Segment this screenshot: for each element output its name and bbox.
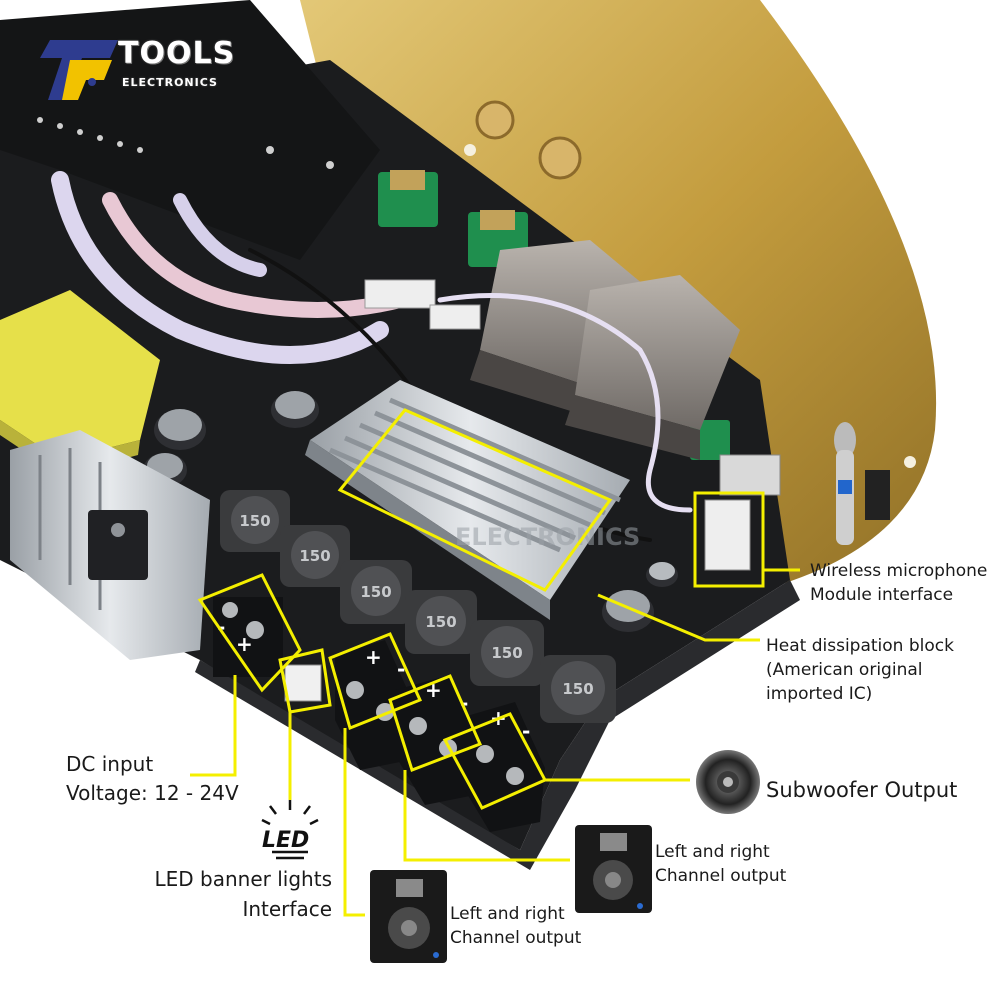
svg-text:-: -	[460, 691, 468, 715]
wireless-mic-label: Wireless microphone Module interface	[810, 561, 988, 605]
electrolytic-capacitors	[143, 391, 678, 632]
callout-dc	[197, 573, 302, 693]
terminal-minus: -	[217, 615, 225, 639]
leader-lines	[190, 568, 800, 917]
main-heatsink	[305, 380, 630, 620]
heat-dissipation-label: Heat dissipation block (American origina…	[766, 636, 954, 704]
terminal-plus: +	[236, 632, 253, 656]
power-heatsink	[10, 430, 210, 660]
dc-input-terminal: - +	[213, 597, 283, 677]
white-connector	[429, 304, 481, 330]
speaker-terminal-3: + -	[460, 702, 545, 832]
svg-text:-: -	[397, 657, 405, 681]
subwoofer-icon	[696, 750, 760, 814]
brand-name: TOOLS	[118, 36, 236, 71]
panel-screw-hole	[464, 144, 476, 156]
led-interface-label: LED banner lights Interface	[154, 867, 332, 921]
brand-subtitle: ELECTRONICS	[122, 76, 218, 89]
inductor-marking: 150	[491, 644, 522, 662]
callout-wireless	[693, 491, 765, 588]
watermark-text: ELECTRONICS	[455, 523, 640, 551]
relays	[470, 240, 740, 460]
brand-logo-mark	[40, 40, 118, 100]
led-connector	[284, 664, 322, 702]
panel-knob	[538, 136, 582, 180]
rear-jack	[719, 454, 781, 496]
dc-input-label: DC input Voltage: 12 - 24V	[66, 752, 239, 805]
speaker-terminal-2: + -	[395, 675, 478, 805]
callout-heatsink	[337, 408, 613, 592]
callout-led	[278, 648, 332, 714]
left-right-channel-label-upper: Left and right Channel output	[655, 842, 787, 886]
panel-knob	[475, 100, 515, 140]
svg-text:-: -	[522, 719, 530, 743]
microphone-icon	[834, 422, 890, 545]
subwoofer-label: Subwoofer Output	[766, 778, 958, 802]
led-bulb-icon	[261, 800, 319, 860]
inductor-marking: 150	[360, 583, 391, 601]
display-dots	[37, 117, 334, 169]
led-icon-text: LED	[262, 828, 310, 853]
speaker-terminal-1: + -	[335, 640, 412, 770]
yellow-transformer	[0, 290, 160, 460]
wireless-mic-connector	[704, 499, 751, 571]
inductor-marking: 150	[239, 512, 270, 530]
svg-text:+: +	[365, 645, 382, 669]
panel-screw-hole	[904, 456, 916, 468]
callout-spk1	[328, 632, 423, 731]
left-right-channel-label-lower: Left and right Channel output	[450, 904, 582, 948]
callout-spk2	[388, 674, 483, 772]
inductor-marking: 150	[562, 680, 593, 698]
white-connector	[364, 279, 436, 309]
inductors: 150 150 150 150 150 150	[220, 490, 616, 723]
inductor-marking: 150	[299, 547, 330, 565]
inductor-marking: 150	[425, 613, 456, 631]
bookshelf-speaker-icon	[575, 825, 652, 913]
bookshelf-speaker-icon	[370, 870, 447, 963]
